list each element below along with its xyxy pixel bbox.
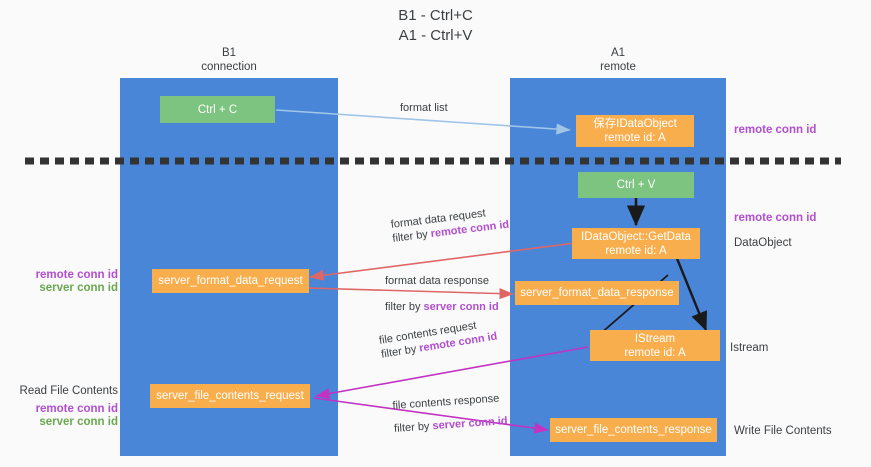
annotation-right-dataobject: DataObject [734,237,792,249]
edge-label-format-data-response-text: format data response [385,275,489,287]
annotation-left-read-file-contents: Read File Contents [19,385,118,397]
annotation-right-remote-conn-id-top: remote conn id [734,124,817,136]
node-ctrl-c-label: Ctrl + C [197,103,238,116]
page-title: B1 - Ctrl+C A1 - Ctrl+V [0,6,871,46]
node-server-format-data-request[interactable]: server_format_data_request [152,269,309,293]
node-ctrl-c[interactable]: Ctrl + C [160,96,275,123]
edge-label-format-data-response: format data response filter by server co… [385,274,499,314]
node-server-format-data-response-label: server_format_data_response [520,287,674,299]
node-ctrl-v[interactable]: Ctrl + V [578,172,694,198]
node-ctrl-v-label: Ctrl + V [616,179,656,191]
annotation-left-remote-conn-id-bottom: remote conn id [35,403,118,415]
annotation-right-write-file-contents: Write File Contents [734,425,832,437]
node-server-file-contents-response[interactable]: server_file_contents_response [550,418,717,442]
node-istream-subtitle: remote id: A [624,346,686,359]
node-istream-title: IStream [634,332,676,345]
edge-label-format-list-text: format list [400,102,448,114]
annotation-left-server-conn-id-bottom: server conn id [39,416,118,428]
column-header-a1-line-1: A1 [610,47,626,59]
node-idataobject-getdata-title: IDataObject::GetData [581,230,691,243]
node-save-idataobject-subtitle: remote id: A [604,132,666,144]
edge-label-file-contents-response: file contents response filter by server … [392,391,508,436]
arrow-file-contents-response [313,397,549,434]
node-save-idataobject-title: 保存IDataObject [593,118,677,130]
arrow-format-data-response [307,287,514,300]
column-header-b1: B1 connection [120,46,338,74]
node-server-file-contents-response-label: server_file_contents_response [555,424,712,436]
annotation-left-server-conn-id-mid: server conn id [39,282,118,294]
arrow-getdata-to-istream [674,255,708,332]
node-server-file-contents-request-label: server_file_contents_request [156,390,304,402]
column-header-a1-line-2: remote [600,61,636,73]
arrow-format-list [275,109,571,135]
arrow-file-contents-request [315,346,589,400]
node-idataobject-getdata[interactable]: IDataObject::GetData remote id: A [572,228,700,259]
annotation-right-istream: Istream [730,342,769,354]
edge-label-file-contents-response-filter-prefix: filter by [393,420,433,435]
annotation-right-remote-conn-id-mid: remote conn id [734,212,817,224]
edge-label-format-data-response-filter-key: server conn id [423,301,499,313]
node-istream[interactable]: IStream remote id: A [590,330,720,361]
page-title-line-1: B1 - Ctrl+C [398,7,473,24]
annotation-left-remote-conn-id-mid: remote conn id [35,269,118,281]
page-title-line-2: A1 - Ctrl+V [398,27,473,44]
node-save-idataobject[interactable]: 保存IDataObject remote id: A [576,115,694,147]
edge-label-format-data-response-filter: filter by server conn id [385,300,499,314]
node-server-format-data-request-label: server_format_data_request [158,275,303,287]
column-header-b1-line-1: B1 [221,47,237,59]
edge-label-format-data-response-filter-prefix: filter by [385,301,424,313]
column-header-a1: A1 remote [510,46,726,74]
column-header-b1-line-2: connection [201,61,257,73]
edge-label-format-list: format list [400,101,448,115]
node-idataobject-getdata-subtitle: remote id: A [605,244,667,257]
node-server-format-data-response[interactable]: server_format_data_response [515,281,679,305]
arrow-format-data-request [309,242,576,281]
node-server-file-contents-request[interactable]: server_file_contents_request [150,384,310,408]
